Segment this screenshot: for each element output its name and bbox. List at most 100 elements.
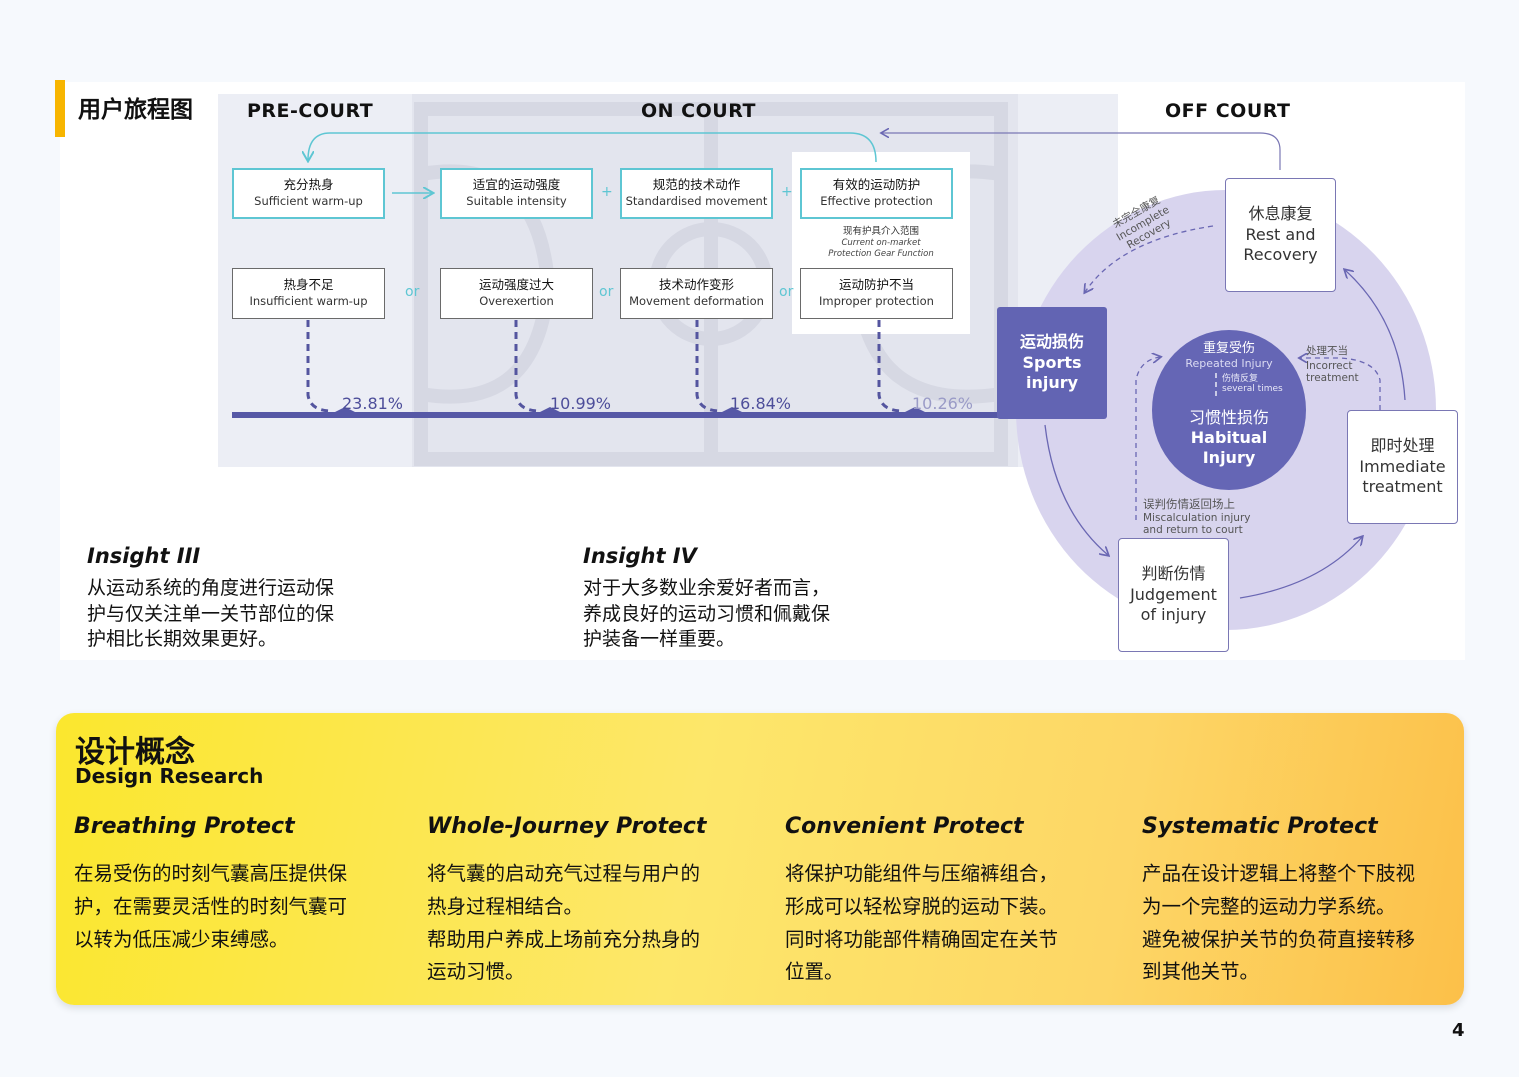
- page-number: 4: [1452, 1020, 1465, 1041]
- repeated-injury-label: 重复受伤 Repeated Injury: [1160, 341, 1298, 370]
- or-operator: or: [599, 284, 614, 300]
- judgement-en2: of injury: [1140, 605, 1207, 625]
- plus-operator: +: [781, 184, 793, 200]
- insight-line: 养成良好的运动习惯和佩戴保: [583, 602, 831, 625]
- sports-injury-node: 运动损伤 Sports injury: [997, 307, 1107, 419]
- concept-whole-journey-text: 将气囊的启动充气过程与用户的 热身过程相结合。 帮助用户养成上场前充分热身的 运…: [427, 858, 757, 989]
- rest-en2: Recovery: [1243, 245, 1318, 265]
- concept-line: 产品在设计逻辑上将整个下肢视: [1142, 862, 1416, 885]
- design-concept-title: 设计概念: [75, 735, 195, 770]
- step-label-en: Improper protection: [819, 294, 934, 309]
- concept-line: 以转为低压减少束缚感。: [74, 927, 289, 951]
- sports-injury-cn: 运动损伤: [1019, 331, 1084, 351]
- concept-systematic-text: 产品在设计逻辑上将整个下肢视 为一个完整的运动力学系统。 避免被保护关节的负荷直…: [1142, 858, 1472, 989]
- step-overexertion: 运动强度过大 Overexertion: [440, 268, 593, 319]
- concept-whole-journey-title: Whole-Journey Protect: [427, 814, 707, 839]
- insight-text: 对于大多数业余爱好者而言， 养成良好的运动习惯和佩戴保 护装备一样重要。: [583, 576, 903, 653]
- step-label-cn: 热身不足: [283, 277, 334, 293]
- concept-line: 将保护功能组件与压缩裤组合，: [785, 862, 1059, 885]
- insight-line: 护装备一样重要。: [583, 628, 736, 651]
- concept-line: 热身过程相结合。: [427, 894, 584, 918]
- step-suitable-intensity: 适宜的运动强度 Suitable intensity: [440, 168, 593, 219]
- step-improper-protection: 运动防护不当 Improper protection: [800, 268, 953, 319]
- step-standardised-movement: 规范的技术动作 Standardised movement: [620, 168, 773, 219]
- incorrect-treatment-label: 处理不当 Incorrect treatment: [1306, 345, 1359, 385]
- step-label-en: Standardised movement: [625, 194, 768, 209]
- step-label-en: Overexertion: [479, 294, 554, 309]
- step-sufficient-warmup: 充分热身 Sufficient warm-up: [232, 168, 385, 219]
- rest-en1: Rest and: [1245, 224, 1316, 244]
- or-operator: or: [779, 284, 794, 300]
- phase-off-court: OFF COURT: [1165, 100, 1291, 122]
- repeated-cn: 重复受伤: [1202, 341, 1255, 356]
- concept-breathing-title: Breathing Protect: [74, 814, 295, 839]
- gear-scope-en1: Current on-market: [841, 237, 921, 248]
- gear-scope-cn: 现有护具介入范围: [842, 226, 919, 237]
- concept-line: 在易受伤的时刻气囊高压提供保: [74, 862, 348, 885]
- injury-rate-movement: 16.84%: [730, 394, 792, 413]
- several-en: several times: [1222, 383, 1283, 394]
- phase-pre-court: PRE-COURT: [247, 100, 374, 122]
- incorrect-en2: treatment: [1306, 372, 1359, 385]
- miscalc-en2: and return to court: [1143, 524, 1243, 537]
- repeated-en: Repeated Injury: [1185, 356, 1273, 370]
- insight-line: 对于大多数业余爱好者而言，: [583, 577, 831, 599]
- design-concept-panel: [56, 713, 1464, 1005]
- step-label-cn: 适宜的运动强度: [472, 177, 561, 193]
- journey-map-title: 用户旅程图: [78, 97, 193, 123]
- insight-line: 护与仅关注单一关节部位的保: [87, 602, 335, 625]
- injury-rate-warmup: 23.81%: [342, 394, 404, 413]
- insight-text: 从运动系统的角度进行运动保 护与仅关注单一关节部位的保 护相比长期效果更好。: [87, 576, 407, 653]
- concept-line: 避免被保护关节的负荷直接转移: [1142, 927, 1416, 951]
- habitual-en2: Injury: [1202, 448, 1256, 467]
- journey-connectors: [232, 0, 1281, 418]
- concept-line: 为一个完整的运动力学系统。: [1142, 894, 1396, 918]
- insight-4: Insight IV 对于大多数业余爱好者而言， 养成良好的运动习惯和佩戴保 护…: [583, 544, 903, 653]
- step-label-en: Effective protection: [820, 194, 933, 209]
- step-movement-deformation: 技术动作变形 Movement deformation: [620, 268, 773, 319]
- judgement-cn: 判断伤情: [1141, 563, 1206, 583]
- immediate-en2: treatment: [1362, 477, 1443, 497]
- concept-convenient-title: Convenient Protect: [785, 814, 1024, 839]
- step-label-cn: 充分热身: [283, 177, 334, 193]
- insight-title: Insight III: [87, 544, 201, 568]
- plus-operator: +: [601, 184, 613, 200]
- habitual-injury-core: [1152, 330, 1306, 490]
- gear-scope-note: 现有护具介入范围 Current on-market Protection Ge…: [800, 226, 962, 260]
- title-accent-bar: [55, 80, 65, 137]
- step-effective-protection: 有效的运动防护 Effective protection: [800, 168, 953, 219]
- step-label-en: Insufficient warm-up: [249, 294, 368, 309]
- concept-convenient-text: 将保护功能组件与压缩裤组合， 形成可以轻松穿脱的运动下装。 同时将功能部件精确固…: [785, 858, 1115, 989]
- step-label-en: Sufficient warm-up: [254, 194, 363, 209]
- concept-line: 将气囊的启动充气过程与用户的: [427, 862, 701, 885]
- miscalc-cn: 误判伤情返回场上: [1143, 497, 1235, 511]
- cycle-connectors: [1044, 225, 1406, 599]
- habitual-cn: 习惯性损伤: [1188, 408, 1269, 427]
- step-label-cn: 技术动作变形: [658, 277, 734, 293]
- injury-rate-intensity: 10.99%: [550, 394, 612, 413]
- step-label-en: Suitable intensity: [466, 194, 567, 209]
- concept-breathing-text: 在易受伤的时刻气囊高压提供保 护，在需要灵活性的时刻气囊可 以转为低压减少束缚感…: [74, 858, 404, 956]
- judgement-en1: Judgement: [1130, 584, 1217, 604]
- design-concept-subtitle: Design Research: [75, 764, 264, 788]
- immediate-cn: 即时处理: [1370, 435, 1435, 455]
- several-cn: 伤情反复: [1222, 374, 1259, 384]
- sports-injury-en2: injury: [1025, 373, 1079, 393]
- miscalc-en1: Miscalculation injury: [1143, 511, 1251, 524]
- incorrect-cn: 处理不当: [1306, 345, 1348, 357]
- insight-line: 从运动系统的角度进行运动保: [87, 577, 335, 599]
- concept-line: 护，在需要灵活性的时刻气囊可: [74, 894, 348, 918]
- concept-systematic-title: Systematic Protect: [1142, 814, 1378, 839]
- habitual-en1: Habitual: [1190, 428, 1268, 447]
- concept-line: 运动习惯。: [427, 960, 525, 984]
- step-label-cn: 运动防护不当: [838, 277, 914, 293]
- concept-line: 到其他关节。: [1142, 960, 1260, 984]
- immediate-treatment-node: 即时处理 Immediate treatment: [1347, 410, 1458, 524]
- incorrect-en1: Incorrect: [1306, 359, 1353, 372]
- judgement-node: 判断伤情 Judgement of injury: [1118, 538, 1229, 652]
- miscalculation-label: 误判伤情返回场上 Miscalculation injury and retur…: [1143, 497, 1251, 537]
- rest-recovery-node: 休息康复 Rest and Recovery: [1225, 178, 1336, 292]
- step-insufficient-warmup: 热身不足 Insufficient warm-up: [232, 268, 385, 319]
- step-label-cn: 运动强度过大: [478, 277, 554, 293]
- concept-line: 帮助用户养成上场前充分热身的: [427, 927, 701, 951]
